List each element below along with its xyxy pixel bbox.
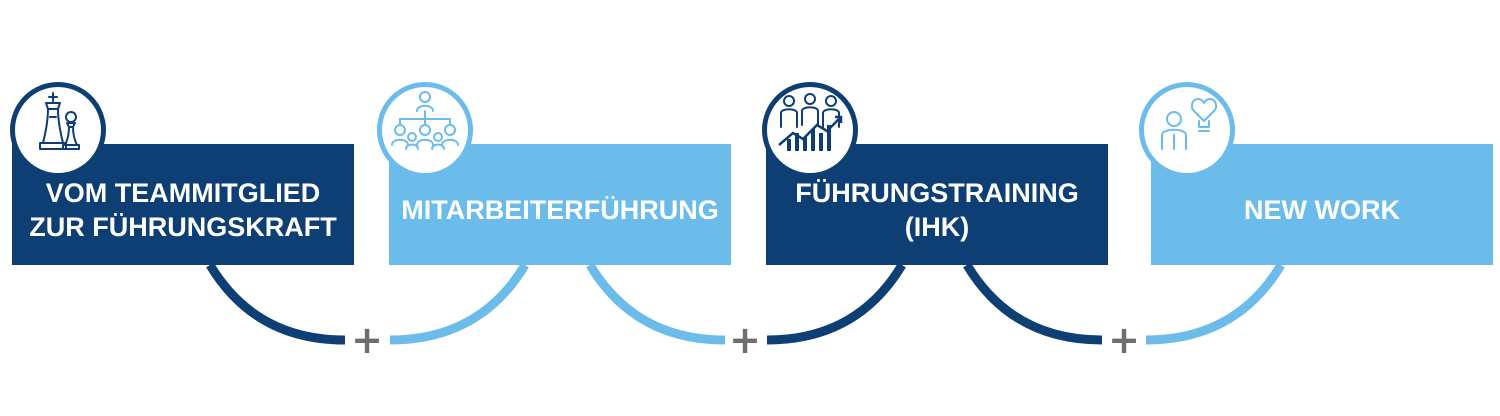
connector-arc-6 bbox=[1145, 262, 1285, 345]
step-1-icon-circle bbox=[10, 82, 106, 178]
connector-arc-1 bbox=[206, 262, 346, 345]
step-4-line-1: NEW WORK bbox=[1244, 194, 1400, 225]
org-chart-icon bbox=[391, 91, 459, 150]
step-3-line-2: (IHK) bbox=[904, 211, 970, 242]
connector-arc-2 bbox=[389, 262, 529, 345]
step-3-icon-circle bbox=[762, 82, 858, 178]
team-growth-icon bbox=[778, 93, 843, 151]
connector-arc-5 bbox=[963, 262, 1103, 345]
step-1-line-2: ZUR FÜHRUNGSKRAFT bbox=[29, 211, 337, 242]
chess-icon bbox=[39, 92, 80, 150]
person-idea-icon bbox=[1161, 98, 1218, 150]
step-4-icon-circle bbox=[1139, 82, 1235, 178]
plus-sign-1: + bbox=[351, 318, 383, 362]
plus-sign-2: + bbox=[729, 318, 761, 362]
step-2-icon-circle bbox=[377, 82, 473, 178]
connector-arc-3 bbox=[586, 262, 726, 345]
step-3-line-1: FÜHRUNGSTRAINING bbox=[795, 177, 1079, 208]
step-1-line-1: VOM TEAMMITGLIED bbox=[45, 177, 321, 208]
step-box-1: VOM TEAMMITGLIED ZUR FÜHRUNGSKRAFT bbox=[12, 144, 354, 265]
connector-arc-4 bbox=[766, 262, 906, 345]
step-2-line-1: MITARBEITERFÜHRUNG bbox=[401, 194, 719, 225]
plus-sign-3: + bbox=[1108, 318, 1140, 362]
